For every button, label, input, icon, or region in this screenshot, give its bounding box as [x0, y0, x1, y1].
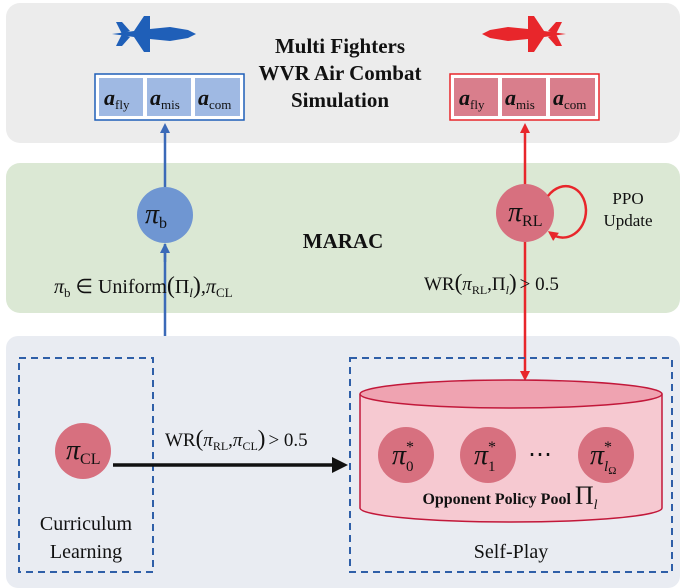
red-action-mis: [502, 78, 546, 116]
pool-ellipsis: ⋯: [528, 442, 552, 468]
blue-action-fly-label: afly: [104, 85, 130, 112]
pool-policy-label-0: π*0: [392, 439, 414, 475]
blue-action-mis-label: amis: [150, 85, 180, 112]
sim-title-line3: Simulation: [291, 88, 389, 112]
self-play-label: Self-Play: [474, 541, 548, 563]
blue-action-box: afly amis acom: [94, 73, 245, 121]
pool-policy-label-1: π*1: [474, 439, 496, 475]
pool-policy-node-last: [578, 427, 634, 483]
red-action-fly: [454, 78, 498, 116]
red-policy-label: πRL: [508, 197, 542, 230]
curriculum-condition: WR(πRL,πCL)> 0.5: [165, 426, 308, 453]
blue-condition: πb ∈ Uniform(Πl),πCL: [54, 273, 233, 300]
ppo-update-loop-arrow: [547, 185, 588, 241]
ppo-label-line1: PPO: [612, 189, 643, 208]
marac-label: MARAC: [303, 229, 383, 253]
blue-policy-label: πb: [145, 199, 167, 232]
red-action-com: [550, 78, 595, 116]
pool-policy-label-last: π*lΩ: [590, 439, 616, 477]
ppo-label-line2: Update: [603, 211, 652, 230]
blue-fighter-icon: [112, 16, 196, 52]
red-condition: WR(πRL,Πl)> 0.5: [424, 270, 559, 297]
red-action-box: afly amis acom: [449, 73, 600, 121]
curriculum-label-line1: Curriculum: [40, 513, 133, 535]
blue-action-com: [195, 78, 240, 116]
red-action-com-label: acom: [553, 85, 586, 112]
sim-title-line1: Multi Fighters: [275, 34, 405, 58]
blue-action-com-label: acom: [198, 85, 231, 112]
curriculum-label-line2: Learning: [50, 541, 122, 563]
red-policy-node: [496, 184, 554, 242]
self-play-box: [349, 357, 673, 573]
red-fighter-icon: [482, 16, 566, 52]
red-action-mis-label: amis: [505, 85, 535, 112]
blue-action-fly: [99, 78, 143, 116]
red-action-fly-label: afly: [459, 85, 485, 112]
sim-title-line2: WVR Air Combat: [259, 61, 422, 85]
pool-policy-node-1: [460, 427, 516, 483]
blue-action-mis: [147, 78, 191, 116]
pool-policy-node-0: [378, 427, 434, 483]
curriculum-policy-node: [55, 423, 111, 479]
curriculum-policy-label: πCL: [66, 435, 100, 468]
blue-policy-node: [137, 187, 193, 243]
